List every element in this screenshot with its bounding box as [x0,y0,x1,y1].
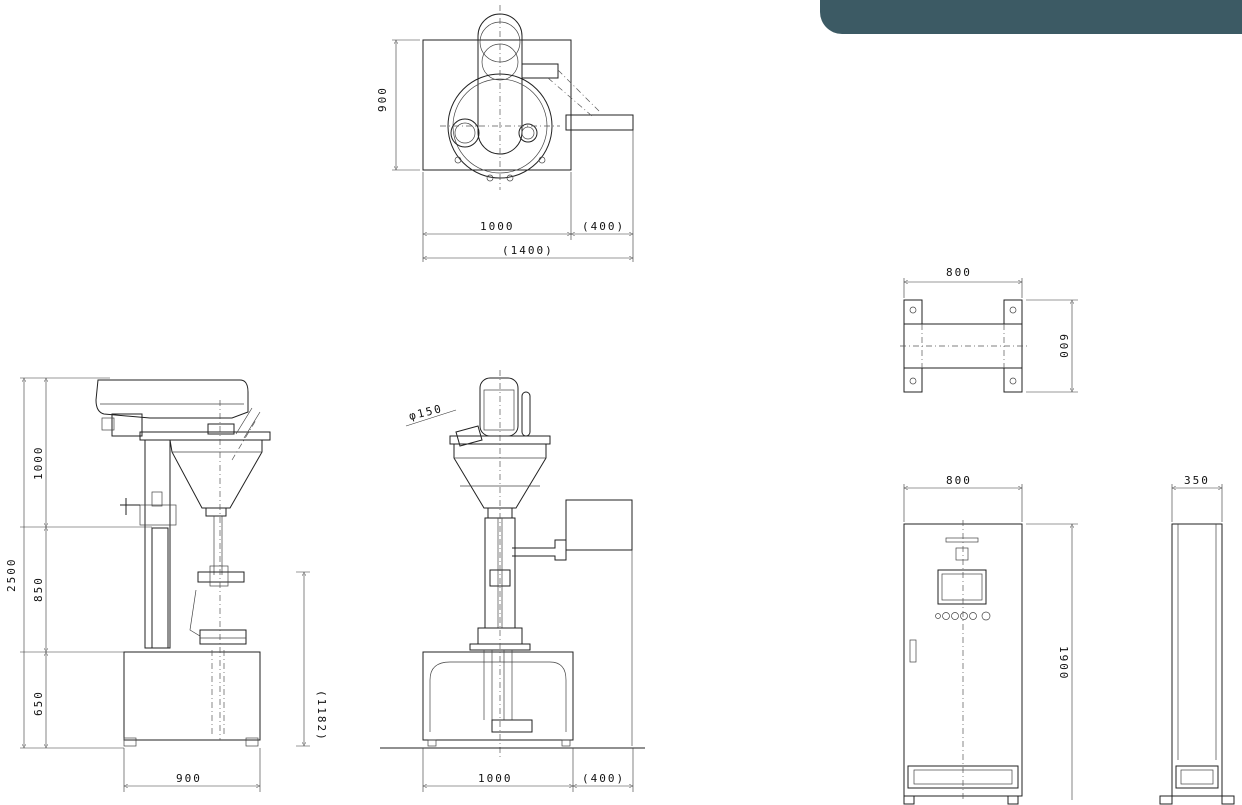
side-view: 2500 1000 850 650 900 (1182) [5,377,328,792]
dim-side-base-width: 900 [176,772,202,785]
panel-front-view: 800 1900 [903,474,1078,805]
dim-top-total: (1400) [502,244,554,257]
panel-top-view: 800 600 [900,266,1078,393]
dim-side-total-height: 2500 [5,558,18,593]
dim-side-lower: 650 [32,690,45,716]
dim-side-middle: 850 [32,576,45,602]
dim-front-side: (400) [582,772,625,785]
header-tab [820,0,1242,34]
front-view: φ150 1000 (400) [380,370,645,792]
dim-panel-top-depth: 600 [1057,334,1070,360]
dim-panel-front-height: 1900 [1057,646,1070,681]
top-view: 900 1000 (400) (1400) [376,5,634,262]
dim-top-width: 1000 [480,220,515,233]
dim-top-side: (400) [582,220,625,233]
dim-front-base-width: 1000 [478,772,513,785]
dim-panel-side-depth: 350 [1184,474,1210,487]
dim-side-upper: 1000 [32,446,45,481]
dim-top-depth: 900 [376,86,389,112]
panel-side-view: 350 [1159,474,1235,805]
dim-side-motor-height: (1182) [315,690,328,742]
dim-panel-front-width: 800 [946,474,972,487]
dim-panel-top-width: 800 [946,266,972,279]
